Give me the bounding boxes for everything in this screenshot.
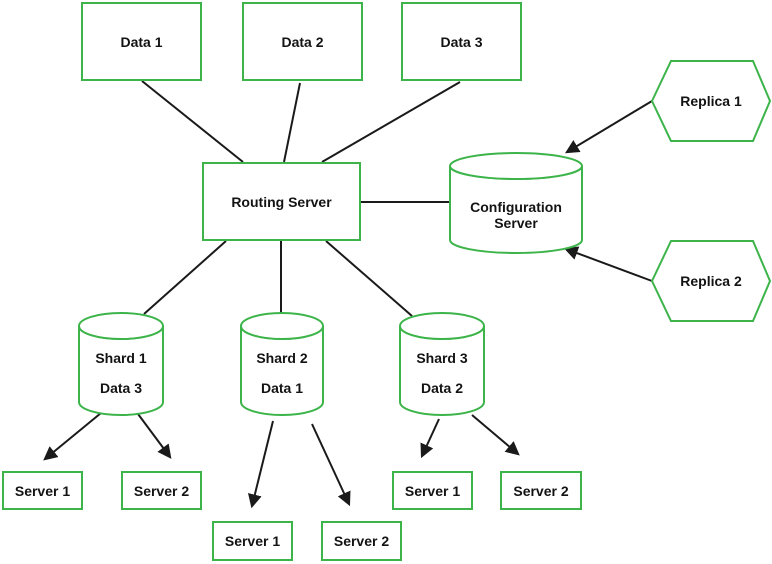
node-shard3-server-2: Server 2	[500, 471, 582, 510]
node-shard2-server-2: Server 2	[321, 521, 402, 561]
edge-shard1-server2	[137, 413, 172, 459]
shard-2-cylinder	[240, 312, 324, 416]
node-shard-3-subtitle: Data 2	[420, 380, 464, 396]
edge-routing-shard1	[143, 240, 227, 315]
node-shard-1-subtitle: Data 3	[99, 380, 143, 396]
shard-1-cylinder	[78, 312, 164, 416]
node-shard-2-title: Shard 2	[256, 350, 308, 366]
replica-1-hexagon	[650, 60, 772, 142]
edge-shard3-server1	[420, 418, 440, 459]
node-shard-1-title: Shard 1	[95, 350, 147, 366]
edge-shard1-server1	[43, 412, 102, 461]
edge-data2-routing	[283, 82, 301, 163]
node-shard2-server-1: Server 1	[212, 521, 293, 561]
configuration-server-cylinder	[449, 152, 583, 254]
node-replica-1-label: Replica 1	[680, 93, 742, 109]
edge-shard2-server2	[311, 423, 351, 507]
node-data-2: Data 2	[242, 2, 363, 81]
node-shard3-server-1: Server 1	[392, 471, 473, 510]
edge-data1-routing	[141, 80, 244, 163]
edge-data3-routing	[321, 81, 461, 163]
node-data-1: Data 1	[81, 2, 202, 81]
shard-3-cylinder	[399, 312, 485, 416]
edge-replica2-config	[563, 246, 653, 282]
node-replica-2-label: Replica 2	[680, 273, 742, 289]
node-routing-server: Routing Server	[202, 162, 361, 241]
node-shard-2-subtitle: Data 1	[260, 380, 304, 396]
node-configuration-server-label: Configuration Server	[470, 199, 562, 231]
edge-replica1-config	[564, 100, 653, 154]
node-shard-3-title: Shard 3	[416, 350, 468, 366]
replica-2-hexagon	[650, 240, 772, 322]
edge-routing-shard3	[325, 240, 413, 317]
edge-shard2-server1	[248, 420, 274, 509]
node-shard1-server-1: Server 1	[2, 471, 83, 510]
node-shard1-server-2: Server 2	[121, 471, 202, 510]
edge-shard3-server2	[471, 414, 520, 456]
node-data-3: Data 3	[401, 2, 522, 81]
